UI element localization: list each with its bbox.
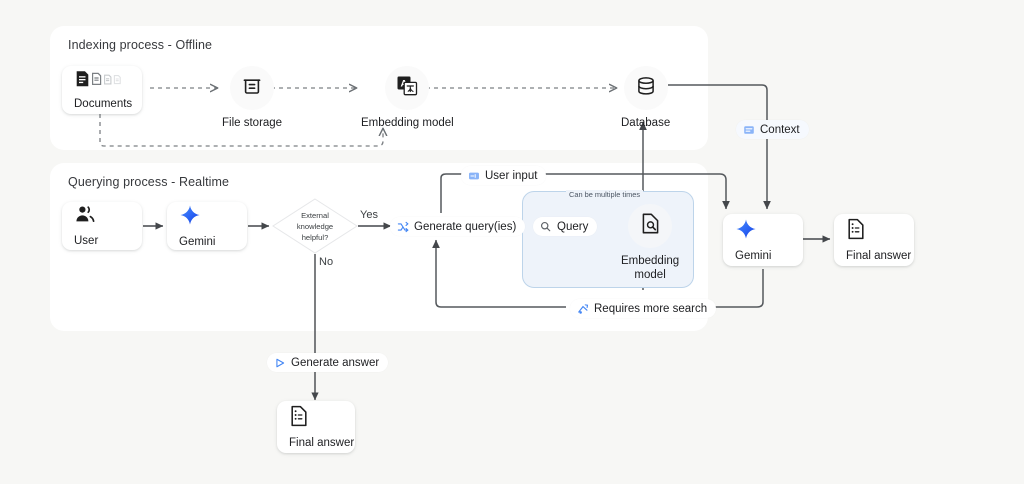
node-embedding-model-indexing[interactable]: A Embedding model xyxy=(361,66,454,130)
gemini-sparkle-icon xyxy=(735,218,757,245)
edge-label-yes: Yes xyxy=(360,209,378,221)
gemini-right-label: Gemini xyxy=(735,250,772,262)
context-label: Context xyxy=(760,123,800,136)
generate-queries-label: Generate query(ies) xyxy=(414,220,517,233)
database-icon xyxy=(635,75,657,102)
loop-embedding-circle xyxy=(628,204,673,248)
file-storage-circle xyxy=(230,66,275,110)
decision-text: External knowledge helpful? xyxy=(272,198,358,254)
node-documents[interactable]: Documents xyxy=(62,66,142,114)
node-gemini-right[interactable]: Gemini xyxy=(723,214,803,266)
database-circle xyxy=(623,66,668,110)
input-field-icon xyxy=(467,169,480,182)
documents-icon xyxy=(74,70,132,93)
user-input-label: User input xyxy=(485,169,538,182)
decision-line-2: knowledge xyxy=(296,221,334,231)
retry-search-icon xyxy=(576,302,589,315)
loop-embedding-label: Embedding model xyxy=(621,254,679,283)
user-icon xyxy=(74,205,96,230)
loop-embedding-line-1: Embedding xyxy=(621,255,680,267)
decision-line-3: helpful? xyxy=(301,232,329,242)
document-search-icon xyxy=(639,212,662,240)
gemini-left-label: Gemini xyxy=(179,236,216,248)
archive-box-icon xyxy=(241,75,263,102)
query-label: Query xyxy=(557,220,589,233)
generate-answer-label: Generate answer xyxy=(291,356,380,369)
shuffle-icon xyxy=(396,220,409,233)
node-user[interactable]: User xyxy=(62,202,142,250)
gemini-sparkle-icon xyxy=(179,204,201,231)
chip-generate-queries[interactable]: Generate query(ies) xyxy=(390,217,526,236)
decision-line-1: External xyxy=(301,210,329,220)
node-final-answer-bottom[interactable]: Final answer xyxy=(277,401,355,453)
user-label: User xyxy=(74,235,99,247)
embedding-model-circle: A xyxy=(385,66,430,110)
node-embedding-model-loop[interactable]: Embedding model xyxy=(621,204,679,283)
translate-model-icon: A xyxy=(395,74,419,103)
node-gemini-left[interactable]: Gemini xyxy=(167,202,247,250)
node-final-answer-right[interactable]: Final answer xyxy=(834,214,914,266)
chip-query[interactable]: Query xyxy=(533,217,598,236)
chip-requires-more-search[interactable]: Requires more search xyxy=(570,299,717,318)
panel-indexing-title: Indexing process - Offline xyxy=(68,38,213,52)
panel-querying-title: Querying process - Realtime xyxy=(68,175,230,189)
loop-embedding-line-2: model xyxy=(634,269,666,282)
file-storage-label: File storage xyxy=(222,117,283,129)
answer-doc-icon xyxy=(846,218,866,245)
answer-doc-icon xyxy=(289,405,309,432)
database-label: Database xyxy=(621,117,671,129)
context-icon xyxy=(742,123,755,136)
loop-note-label: Can be multiple times xyxy=(566,190,644,199)
embedding-model-label: Embedding model xyxy=(361,117,454,129)
decision-external-knowledge-helpful[interactable]: External knowledge helpful? xyxy=(272,198,358,254)
node-database[interactable]: Database xyxy=(621,66,670,130)
documents-label: Documents xyxy=(74,98,133,110)
chip-generate-answer[interactable]: Generate answer xyxy=(267,353,389,372)
final-answer-right-label: Final answer xyxy=(846,250,912,262)
search-icon xyxy=(539,220,552,233)
final-answer-bottom-label: Final answer xyxy=(289,437,355,449)
requires-more-search-label: Requires more search xyxy=(594,302,708,315)
chip-user-input[interactable]: User input xyxy=(461,166,547,185)
edge-label-no: No xyxy=(319,256,334,268)
node-file-storage[interactable]: File storage xyxy=(222,66,282,130)
play-icon xyxy=(273,356,286,369)
chip-context[interactable]: Context xyxy=(736,120,809,139)
